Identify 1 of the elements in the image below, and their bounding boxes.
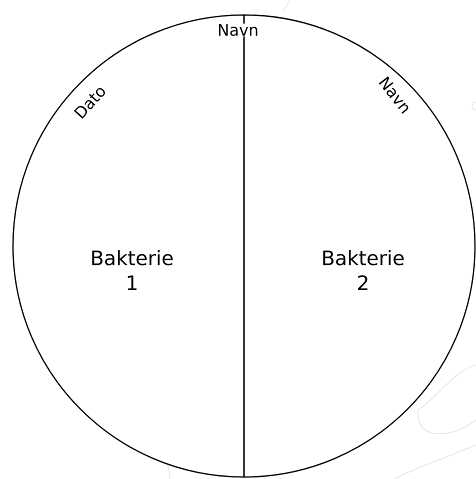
label: Navn [216, 24, 260, 36]
